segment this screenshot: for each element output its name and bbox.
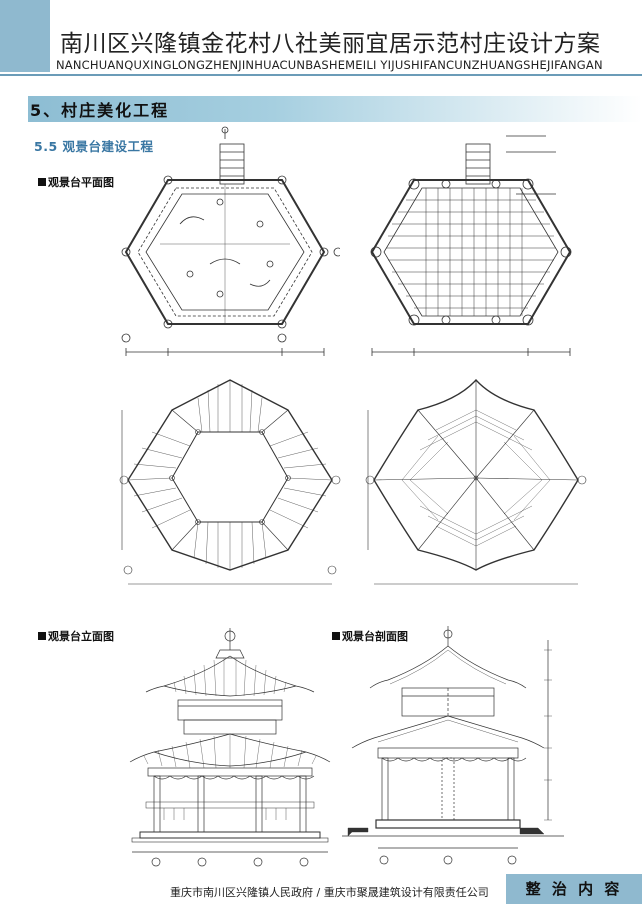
section-drawing-label: 观景台剖面图 <box>332 628 408 644</box>
subsection-title: 5.5 观景台建设工程 <box>34 139 154 154</box>
footer-credits: 重庆市南川区兴隆镇人民政府 / 重庆市聚晟建筑设计有限责任公司 <box>170 886 489 899</box>
header-accent-block <box>0 0 50 72</box>
footer-badge: 整 治 内 容 <box>506 874 642 904</box>
roof-plan-drawing <box>365 378 587 585</box>
section-drawing <box>342 626 564 865</box>
floor-plan-drawing <box>121 126 340 356</box>
page-subtitle: NANCHUANQUXINGLONGZHENJINHUACUNBASHEMEIL… <box>56 58 603 72</box>
bullet-square-icon <box>332 632 340 640</box>
section-title: 5、村庄美化工程 <box>30 101 170 120</box>
bullet-square-icon <box>38 178 46 186</box>
roof-framing-plan-drawing <box>119 379 341 585</box>
elevation-drawing <box>129 628 331 867</box>
bullet-square-icon <box>38 632 46 640</box>
plan-drawing-label: 观景台平面图 <box>38 174 114 190</box>
elevation-drawing-label: 观景台立面图 <box>38 628 114 644</box>
section-band <box>28 96 642 122</box>
header-divider <box>0 74 642 76</box>
page-title: 南川区兴隆镇金花村八社美丽宜居示范村庄设计方案 <box>60 31 601 57</box>
grid-floor-plan-drawing <box>370 135 572 356</box>
